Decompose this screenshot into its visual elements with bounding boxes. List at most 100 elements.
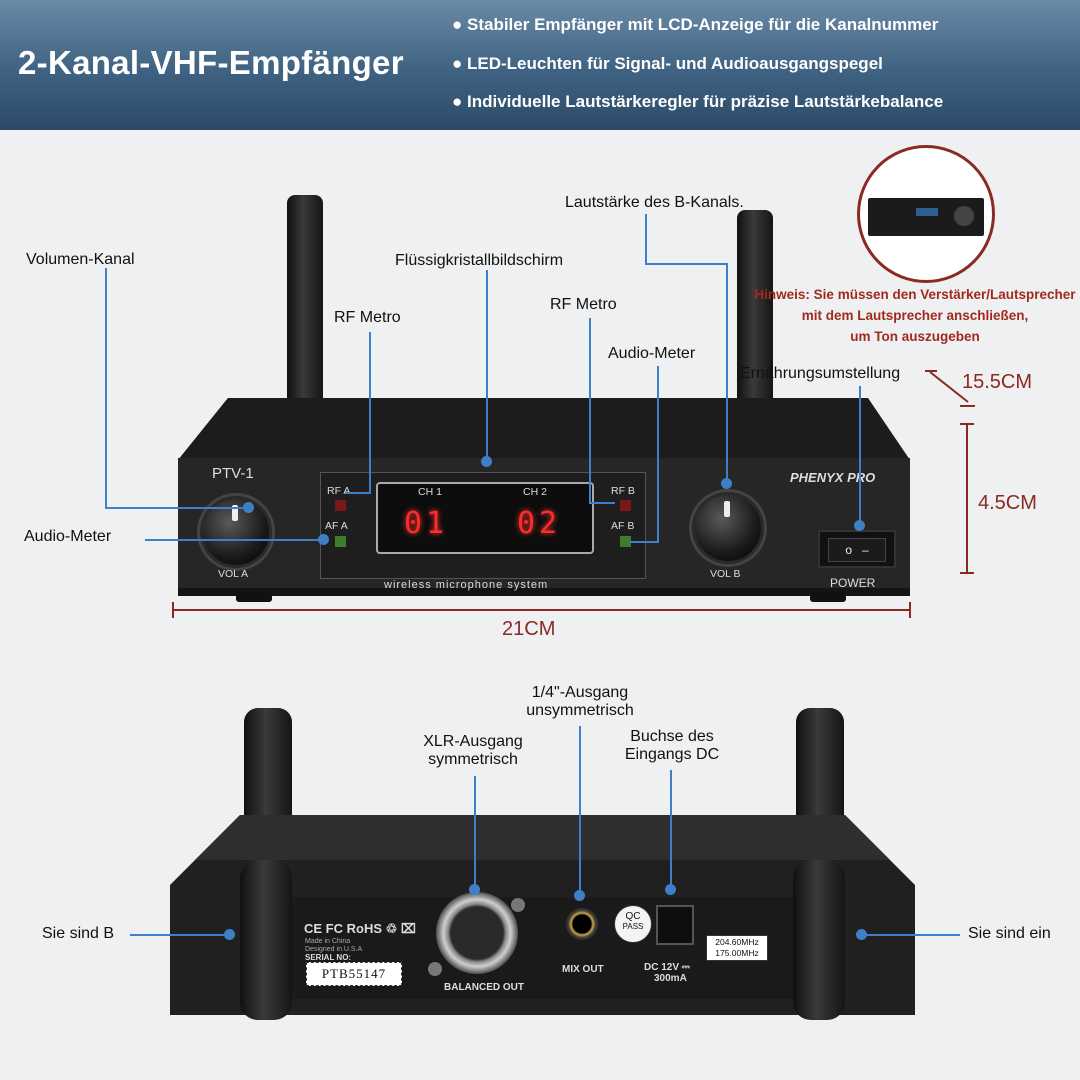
hint-note: Hinweis: Sie müssen den Verstärker/Lauts… [745, 284, 1080, 347]
rf-a-led [335, 500, 346, 511]
callout-line [579, 726, 581, 894]
dc-input-jack[interactable] [656, 905, 694, 945]
lcd-label: Flüssigkristallbildschirm [395, 252, 564, 269]
xlr-out-label: XLR-Ausgang symmetrisch [393, 733, 553, 769]
dim-height: 4.5CM [978, 492, 1037, 514]
header-banner [0, 0, 1080, 130]
ch1-display: 01 [404, 506, 449, 541]
rf-b-led [620, 500, 631, 511]
back-antenna-right-base [793, 860, 845, 1020]
cert-marks: CE FC RoHS ♲ ⌧ [304, 921, 416, 936]
power-switch-label: Ernährungsumstellung [740, 365, 901, 382]
callout-line [369, 332, 371, 492]
vol-a-label: VOL A [218, 568, 248, 580]
callout-line [589, 502, 615, 504]
xlr-line-1: XLR-Ausgang [423, 733, 523, 750]
serial-sticker: PTB55147 [306, 962, 402, 986]
pass-text: PASS [622, 922, 644, 931]
rf-meter-right-label: RF Metro [550, 296, 617, 313]
dc-line-1: Buchse des [630, 728, 714, 745]
volume-channel-label: Volumen-Kanal [26, 251, 135, 268]
front-foot-right [810, 592, 846, 602]
vol-b-callout-label: Lautstärke des B-Kanals. [565, 194, 744, 211]
mix-out-jack[interactable] [566, 908, 598, 940]
brand-logo: PHENYX PRO [790, 470, 876, 485]
callout-dot [721, 478, 732, 489]
amplifier-inset [857, 145, 995, 283]
callout-line [105, 507, 248, 509]
designed-in-text: Designed in U.S.A [305, 946, 363, 953]
feature-bullet-2: ● LED-Leuchten für Signal- und Audioausg… [452, 54, 883, 73]
callout-line [130, 934, 230, 936]
right-antenna-label: Sie sind ein [968, 925, 1051, 942]
ch2-display: 02 [517, 506, 562, 541]
callout-line [670, 770, 672, 888]
af-b-label: AF B [611, 520, 635, 532]
callout-dot [224, 929, 235, 940]
front-foot-left [236, 592, 272, 602]
callout-line [657, 366, 659, 542]
rf-meter-left-label: RF Metro [334, 309, 401, 326]
screw-icon [511, 898, 525, 912]
af-a-label: AF A [325, 520, 348, 532]
feature-bullet-3: ● Individuelle Lautstärkeregler für präz… [452, 92, 944, 111]
callout-line [862, 934, 960, 936]
audio-meter-left-label: Audio-Meter [24, 528, 112, 545]
callout-line [145, 539, 325, 541]
callout-dot [856, 929, 867, 940]
callout-line [486, 270, 488, 462]
callout-dot [574, 890, 585, 901]
frequency-a: 204.60MHz [715, 937, 759, 947]
frequency-sticker: 204.60MHz 175.00MHz [706, 935, 768, 961]
af-a-led [335, 536, 346, 547]
front-antenna-left [287, 195, 323, 410]
balanced-out-label: BALANCED OUT [444, 982, 524, 993]
hint-line-1: Hinweis: Sie müssen den Verstärker/Lauts… [754, 287, 1076, 302]
dim-width: 21CM [502, 618, 556, 640]
callout-line [345, 492, 371, 494]
qc-pass-sticker: QC PASS [614, 905, 652, 943]
hint-line-3: um Ton auszugeben [850, 329, 980, 344]
callout-dot [469, 884, 480, 895]
model-label: PTV-1 [212, 465, 254, 482]
hint-line-2: mit dem Lautsprecher anschließen, [801, 308, 1029, 323]
callout-dot [243, 502, 254, 513]
callout-line [474, 776, 476, 886]
callout-line [630, 541, 659, 543]
callout-line [859, 386, 861, 526]
quarter-out-line-1: 1/4"-Ausgang [531, 684, 629, 701]
xlr-output-jack[interactable] [436, 892, 518, 974]
power-switch[interactable]: o – [818, 530, 896, 568]
quarter-out-line-2: unsymmetrisch [526, 702, 634, 719]
left-antenna-label: Sie sind B [42, 925, 115, 942]
callout-line [645, 214, 647, 264]
quarter-out-label: 1/4"-Ausgang unsymmetrisch [480, 684, 680, 720]
qc-text: QC [625, 911, 641, 922]
front-antenna-right [737, 210, 773, 410]
dc-line-2: Eingangs DC [624, 746, 720, 763]
system-subtitle: wireless microphone system [384, 579, 549, 591]
power-rocker: o – [828, 538, 886, 562]
back-antenna-left-base [240, 860, 292, 1020]
dc-rating-2: 300mA [654, 973, 687, 984]
callout-line [589, 318, 591, 503]
callout-dot [854, 520, 865, 531]
ch1-label: CH 1 [418, 486, 442, 498]
dc-rating-1: DC 12V ⎓ [644, 962, 690, 973]
callout-dot [481, 456, 492, 467]
ch2-label: CH 2 [523, 486, 547, 498]
rf-a-label: RF A [327, 485, 351, 497]
power-label: POWER [830, 576, 876, 590]
dc-input-label: Buchse des Eingangs DC [602, 728, 742, 764]
af-b-led [620, 536, 631, 547]
vol-b-label: VOL B [710, 568, 741, 580]
callout-dot [665, 884, 676, 895]
page-title: 2-Kanal-VHF-Empfänger [18, 44, 404, 81]
feature-bullet-1: ● Stabiler Empfänger mit LCD-Anzeige für… [452, 15, 939, 34]
rf-b-label: RF B [611, 485, 635, 497]
xlr-line-2: symmetrisch [428, 751, 518, 768]
lcd-screen [376, 482, 594, 554]
vol-b-knob[interactable] [692, 492, 764, 564]
frequency-b: 175.00MHz [715, 948, 759, 958]
